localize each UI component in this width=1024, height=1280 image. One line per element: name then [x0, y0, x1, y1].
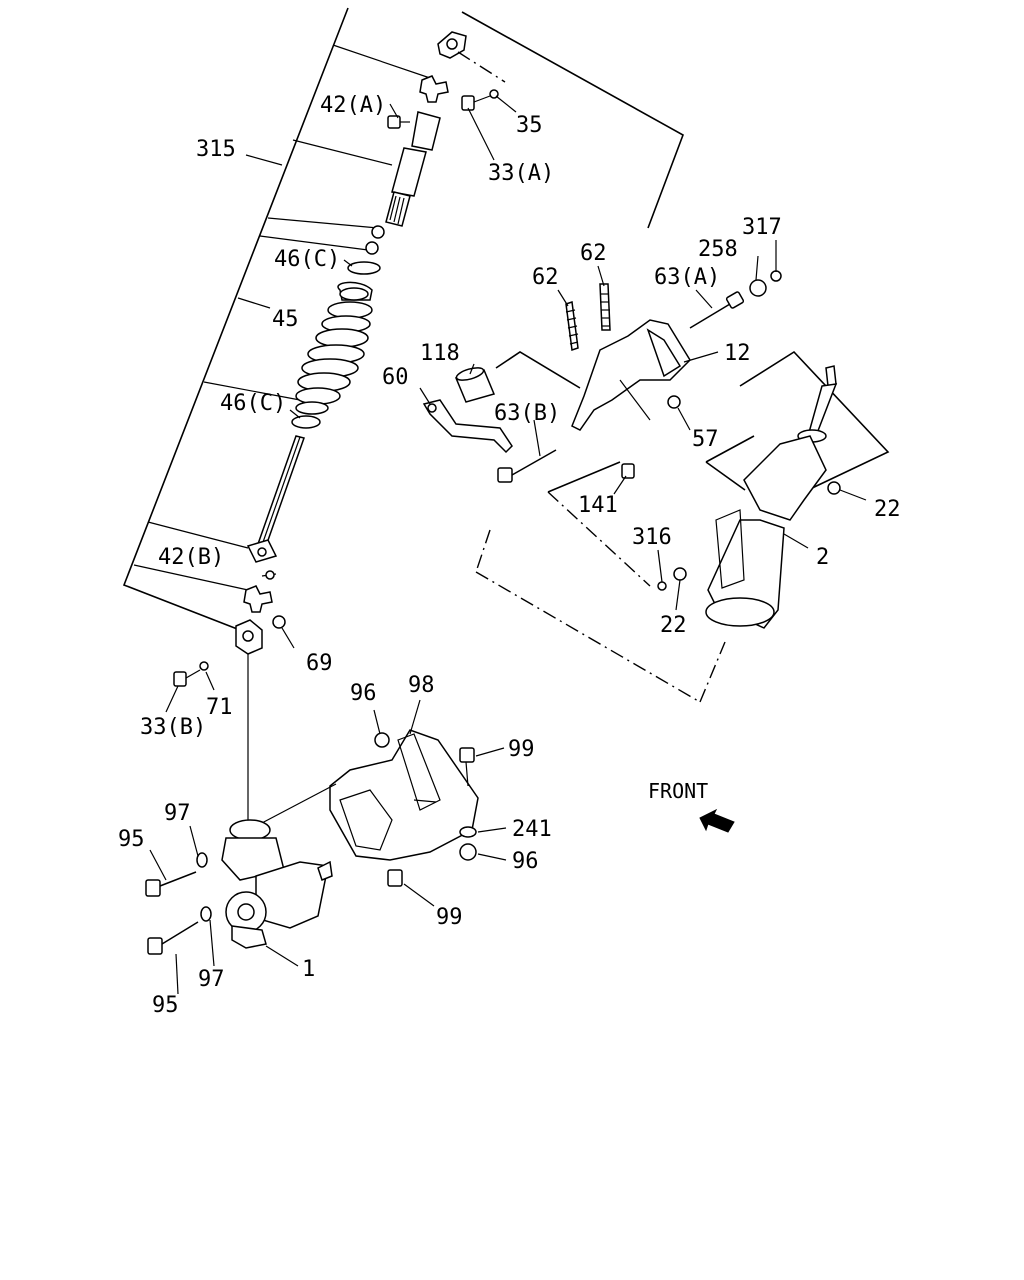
label-97-bottom: 97	[198, 967, 225, 992]
label-35: 35	[516, 113, 543, 138]
label-42a: 42(A)	[320, 93, 386, 118]
shaft-group-bracket	[122, 7, 684, 633]
front-arrow-icon	[699, 808, 735, 833]
bolt-95-bottom	[147, 921, 199, 955]
spring-62-left	[565, 301, 579, 351]
nut-57	[667, 395, 681, 409]
washer-22-left	[673, 567, 687, 581]
clamp-46c-lower	[291, 415, 321, 429]
spider-cross-upper	[419, 75, 449, 103]
washer-71	[199, 661, 209, 671]
bolt-42b	[261, 570, 277, 580]
bolt-33a	[461, 89, 499, 111]
label-33b: 33(B)	[140, 715, 206, 740]
bolt-99-top	[459, 747, 475, 787]
nut-96-bottom	[459, 843, 477, 861]
spider-cross-lower	[243, 585, 273, 613]
mounting-bracket-98	[259, 729, 479, 861]
label-315: 315	[196, 137, 236, 162]
bolt-33b	[173, 669, 201, 687]
column-group-bracket	[475, 350, 890, 703]
bolt-141	[621, 463, 635, 479]
washer-317	[770, 270, 782, 282]
label-98: 98	[408, 673, 435, 698]
nut-96-top	[374, 732, 390, 748]
washer-97-top	[196, 852, 208, 868]
washer-22-right	[827, 481, 841, 495]
lower-shaft	[246, 435, 305, 563]
label-97-top: 97	[164, 801, 191, 826]
label-258: 258	[698, 237, 738, 262]
nut-258	[749, 279, 767, 297]
label-1: 1	[302, 957, 315, 982]
label-45: 45	[272, 307, 299, 332]
label-63b: 63(B)	[494, 401, 560, 426]
washer-97-bottom	[200, 906, 212, 922]
intermediate-shaft	[365, 111, 441, 255]
lower-yoke	[235, 619, 263, 826]
label-99-top: 99	[508, 737, 535, 762]
label-46c-upper: 46(C)	[274, 247, 340, 272]
label-317: 317	[742, 215, 782, 240]
label-69: 69	[306, 651, 333, 676]
clamp-46c-upper	[347, 261, 381, 275]
steering-gear-1	[221, 819, 333, 949]
upper-yoke	[437, 31, 506, 83]
bolt-42a	[387, 115, 410, 129]
leader-lines	[149, 95, 867, 995]
label-95-bottom: 95	[152, 993, 179, 1018]
bolt-63b	[497, 449, 557, 483]
label-95-top: 95	[118, 827, 145, 852]
label-96-top: 96	[350, 681, 377, 706]
bracket-12	[571, 319, 691, 431]
label-42b: 42(B)	[158, 545, 224, 570]
label-front: FRONT	[648, 779, 708, 803]
label-57: 57	[692, 427, 719, 452]
part-labels: 42(A) 35 315 33(A) 46(C) 45 46(C) 42(B) …	[118, 93, 901, 1018]
label-141: 141	[578, 493, 618, 518]
label-63a: 63(A)	[654, 265, 720, 290]
label-12: 12	[724, 341, 751, 366]
pin-316	[657, 581, 667, 591]
lever-60	[422, 399, 513, 454]
label-118: 118	[420, 341, 460, 366]
bolt-95-top	[145, 871, 197, 897]
label-46c-lower: 46(C)	[220, 391, 286, 416]
label-241: 241	[512, 817, 552, 842]
label-22-right: 22	[874, 497, 901, 522]
label-96-bottom: 96	[512, 849, 539, 874]
tube-118	[454, 367, 496, 403]
label-60: 60	[382, 365, 409, 390]
label-71: 71	[206, 695, 233, 720]
nut-69	[272, 615, 286, 629]
steering-column-2	[705, 365, 838, 629]
label-99-bottom: 99	[436, 905, 463, 930]
label-22-left: 22	[660, 613, 687, 638]
spring-62-right	[599, 283, 611, 331]
label-62-right: 62	[580, 241, 607, 266]
label-33a: 33(A)	[488, 161, 554, 186]
boot-bellows-45	[295, 281, 373, 415]
bolt-63a	[689, 291, 745, 329]
label-62-left: 62	[532, 265, 559, 290]
bolt-99-bottom	[387, 869, 403, 887]
label-2: 2	[816, 545, 829, 570]
label-316: 316	[632, 525, 672, 550]
washer-241	[459, 826, 477, 838]
